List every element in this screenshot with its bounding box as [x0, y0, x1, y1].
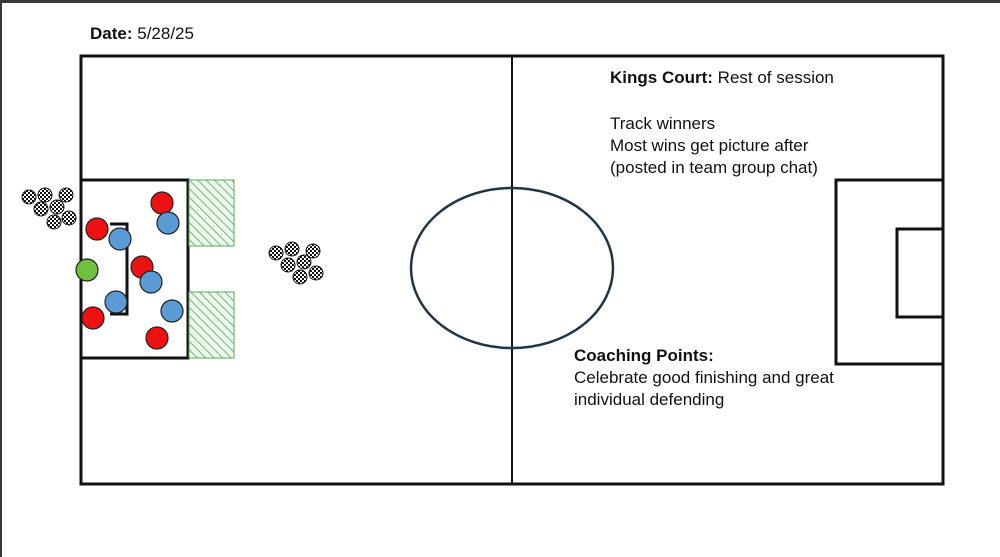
hatched-zone-bottom — [188, 291, 235, 359]
red-player — [85, 217, 109, 241]
ball — [21, 189, 37, 205]
players-red — [81, 191, 174, 350]
players-blue — [104, 211, 184, 323]
ball — [33, 201, 49, 217]
right-goal-box — [895, 227, 945, 319]
ball — [268, 245, 284, 261]
date-value: 5/28/25 — [137, 24, 194, 43]
coaching-points-line-2: individual defending — [574, 390, 725, 409]
center-circle — [409, 186, 615, 350]
window-top-border — [0, 0, 1000, 3]
ball — [308, 265, 324, 281]
ball — [284, 241, 300, 257]
right-penalty-box — [834, 178, 945, 366]
ball — [58, 187, 74, 203]
coaching-points-line-1: Celebrate good finishing and great — [574, 368, 834, 387]
ball — [305, 243, 321, 259]
left-goal — [110, 222, 129, 316]
blue-player — [156, 211, 180, 235]
kings-court-label: Kings Court: — [610, 68, 713, 87]
kings-court-value: Rest of session — [717, 68, 834, 87]
ball — [292, 269, 308, 285]
blue-player — [108, 227, 132, 251]
red-player — [145, 326, 169, 350]
kings-court-line-1: Track winners — [610, 114, 716, 133]
ball-pile-mid — [268, 241, 324, 285]
ball — [37, 187, 53, 203]
ball-pile-left — [21, 187, 77, 230]
date-line: Date: 5/28/25 — [90, 23, 194, 45]
red-player — [150, 191, 174, 215]
kings-court-block: Kings Court: Rest of session — [610, 67, 834, 89]
blue-player — [160, 299, 184, 323]
red-player — [81, 306, 105, 330]
ball — [296, 254, 312, 270]
ball — [61, 210, 77, 226]
green-player — [75, 258, 99, 282]
blue-player — [139, 270, 163, 294]
date-label: Date: — [90, 24, 133, 43]
coaching-points-label: Coaching Points: — [574, 346, 714, 365]
blue-player — [104, 290, 128, 314]
ball — [46, 214, 62, 230]
ball — [49, 199, 65, 215]
ball — [280, 257, 296, 273]
kings-court-line-2: Most wins get picture after — [610, 136, 809, 155]
kings-court-line-3: (posted in team group chat) — [610, 158, 818, 177]
hatched-zone-top — [188, 179, 235, 247]
window-left-border — [0, 0, 2, 557]
